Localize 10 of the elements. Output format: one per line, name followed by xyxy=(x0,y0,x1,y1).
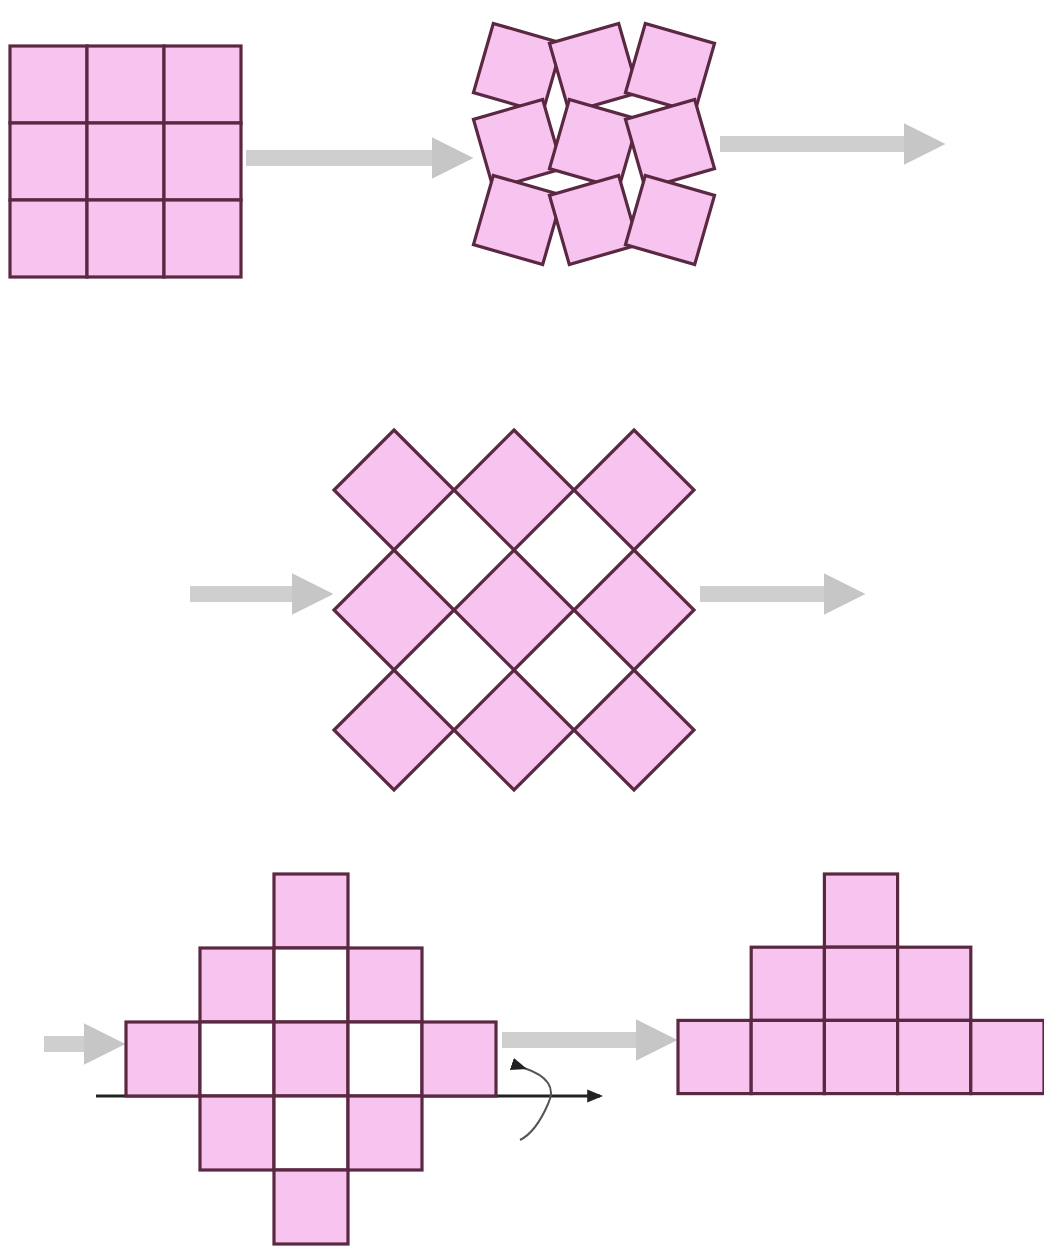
arrow xyxy=(246,137,474,179)
arrow xyxy=(700,573,866,615)
arrow xyxy=(190,573,334,615)
square-grid-drawing xyxy=(8,44,240,276)
stepped-pyramid-drawing xyxy=(678,874,1044,1096)
cross-pattern-drawing xyxy=(126,874,496,1244)
arrow xyxy=(502,1019,678,1061)
arrow xyxy=(720,123,946,165)
arrow xyxy=(44,1023,126,1065)
diamond-lattice-drawing xyxy=(334,430,694,790)
